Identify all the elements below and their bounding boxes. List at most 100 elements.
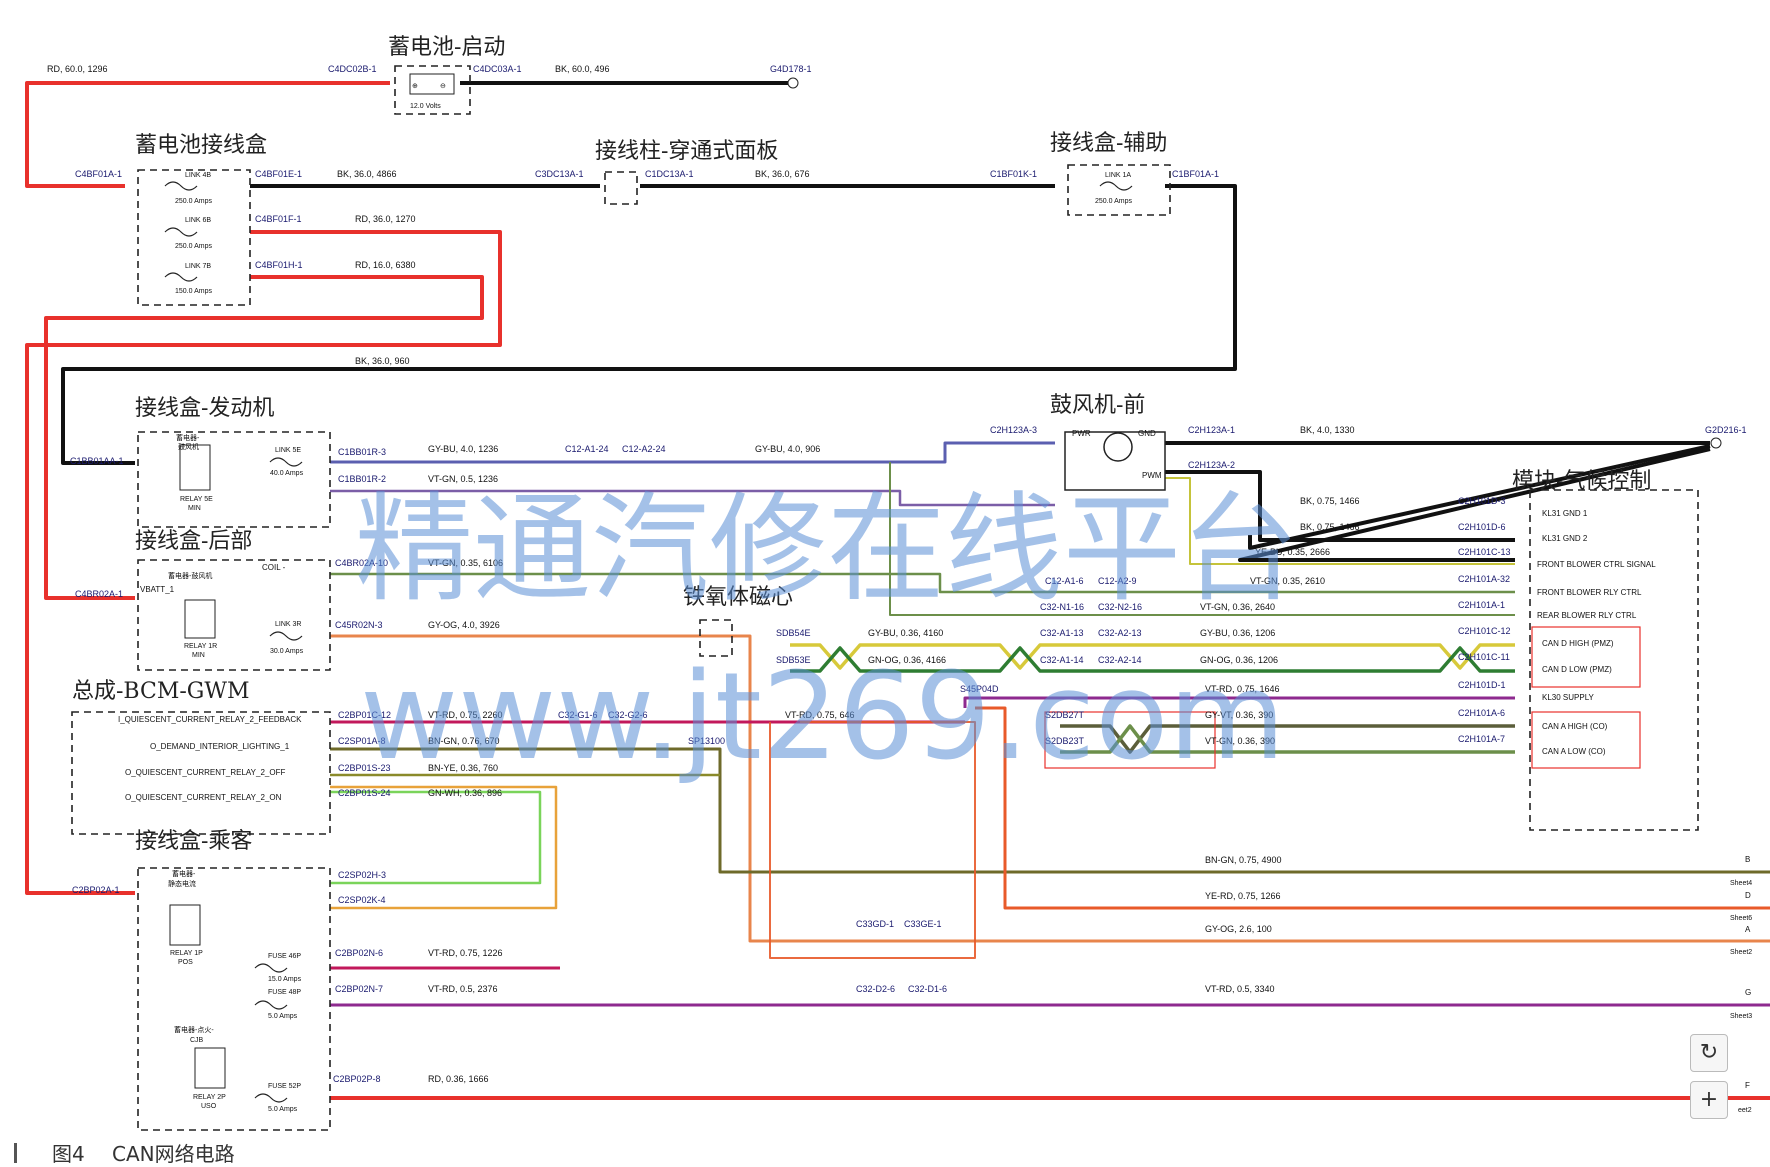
wire-label-6: RD, 16.0, 6380 <box>355 260 416 270</box>
ground-g2d216-icon <box>1710 437 1722 449</box>
conn-c1bb01r2: C1BB01R-2 <box>338 474 386 484</box>
wire-rd-60 <box>25 81 390 188</box>
wire-label-15: VT-GN, 0.35, 6106 <box>428 558 503 568</box>
pin-m4: FRONT BLOWER RLY CTRL <box>1537 588 1642 597</box>
conn-c2bp01s23: C2BP01S-23 <box>338 763 391 773</box>
wire-label-9: GY-BU, 4.0, 906 <box>755 444 820 454</box>
wire-label-3: BK, 36.0, 4866 <box>337 169 397 179</box>
pin-pwr: PWR <box>1072 429 1091 438</box>
relay-rear-sub: RELAY 1R <box>184 643 217 650</box>
conn-sdb53e: SDB53E <box>776 655 811 665</box>
fuse-52p: FUSE 52P <box>268 1083 301 1090</box>
battery-plus: ⊕ <box>412 83 418 90</box>
wire-can-d-high <box>790 643 1515 670</box>
wire-label-10: VT-GN, 0.5, 1236 <box>428 474 498 484</box>
wire-can-d-low <box>790 646 1515 673</box>
pin-m3: FRONT BLOWER CTRL SIGNAL <box>1537 560 1656 569</box>
wire-ye-bu <box>1165 477 1515 565</box>
conn-c4bf01h: C4BF01H-1 <box>255 260 303 270</box>
relay-rear-sub2: MIN <box>192 652 205 659</box>
conn-c4br02a1: C4BR02A-1 <box>75 589 123 599</box>
pin-m6: CAN D HIGH (PMZ) <box>1542 639 1614 648</box>
fuse-link6b-icon <box>164 227 198 237</box>
zoom-in-button[interactable]: + <box>1690 1081 1728 1119</box>
relay-pass2-title1: 蓄电器-点火- <box>174 1025 214 1034</box>
wire-rd-16 <box>44 275 484 600</box>
caption-number: 图4 <box>52 1142 85 1166</box>
conn-c12a224: C12-A2-24 <box>622 444 666 454</box>
conn-c2h101c11: C2H101C-11 <box>1458 652 1510 662</box>
offpage-g: G <box>1745 988 1751 997</box>
fuse-link4b: LINK 4B <box>185 172 211 179</box>
fuse-link4b-amp: 250.0 Amps <box>175 198 212 205</box>
conn-c2h101d6: C2H101D-6 <box>1458 522 1506 532</box>
wire-vt-gn-rear <box>330 572 1515 594</box>
fuse-link3r: LINK 3R <box>275 621 301 628</box>
wire-label-33: GY-OG, 2.6, 100 <box>1205 924 1272 934</box>
conn-c4dc02b: C4DC02B-1 <box>328 64 377 74</box>
conn-c45r02n3: C45R02N-3 <box>335 620 383 630</box>
relay-eng-sub: RELAY 5E <box>180 496 213 503</box>
conn-c32n116: C32-N1-16 <box>1040 602 1084 612</box>
relay-eng-title2: 鼓风机 <box>178 442 199 451</box>
wire-vt-rd-kl30 <box>963 696 1515 708</box>
conn-c32a113: C32-A1-13 <box>1040 628 1084 638</box>
pin-gnd: GND <box>1138 429 1156 438</box>
pin-bcm4: O_QUIESCENT_CURRENT_RELAY_2_ON <box>125 793 282 802</box>
conn-c2h123a1: C2H123A-1 <box>1188 425 1235 435</box>
wire-label-37: RD, 0.36, 1666 <box>428 1074 489 1084</box>
engine-junction-box <box>137 431 331 528</box>
conn-c2sp02k4: C2SP02K-4 <box>338 895 386 905</box>
title-bcm: 总成-BCM-GWM <box>72 679 250 704</box>
wire-label-4: BK, 36.0, 676 <box>755 169 810 179</box>
conn-c1bb01aa: C1BB01AA-1 <box>70 456 124 466</box>
conn-c3dc13a: C3DC13A-1 <box>535 169 584 179</box>
fuse-link5e-amp: 40.0 Amps <box>270 470 304 477</box>
wire-bk-gnd1 <box>1165 470 1515 542</box>
fuse-labels: LINK 4B 250.0 Amps LINK 6B 250.0 Amps LI… <box>175 172 1132 1113</box>
relay-pass2-sub: RELAY 2P <box>193 1094 226 1101</box>
battery-junction-box <box>137 169 251 306</box>
wire-label-14: YE-BU, 0.35, 2666 <box>1255 547 1330 557</box>
conn-c32n216: C32-N2-16 <box>1098 602 1142 612</box>
wire-label-12: BK, 0.75, 1466 <box>1300 496 1360 506</box>
conn-c2h101a6: C2H101A-6 <box>1458 708 1505 718</box>
conn-c2h123a2: C2H123A-2 <box>1188 460 1235 470</box>
wire-label-20: GN-OG, 0.36, 4166 <box>868 655 946 665</box>
offpage-b: B <box>1745 855 1750 864</box>
offpage-d-sheet: Sheet6 <box>1730 915 1752 922</box>
conn-c2bp02n7: C2BP02N-7 <box>335 984 383 994</box>
wire-label-5: RD, 36.0, 1270 <box>355 214 416 224</box>
title-battery-start: 蓄电池-启动 <box>388 35 505 60</box>
conn-c1dc13a: C1DC13A-1 <box>645 169 694 179</box>
wire-label-22: GN-OG, 0.36, 1206 <box>1200 655 1278 665</box>
pin-bcm2: O_DEMAND_INTERIOR_LIGHTING_1 <box>150 742 290 751</box>
pin-m2: KL31 GND 2 <box>1542 534 1588 543</box>
wire-label-30: GN-WH, 0.36, 896 <box>428 788 502 798</box>
wire-label-18: GY-OG, 4.0, 3926 <box>428 620 500 630</box>
caption-bar <box>14 1143 17 1163</box>
wire-bk-36-c <box>61 184 1237 465</box>
conn-g4d178: G4D178-1 <box>770 64 812 74</box>
title-battery-jb: 蓄电池接线盒 <box>135 133 267 158</box>
relay-pass2-title2: CJB <box>190 1037 204 1044</box>
wire-label-28: BN-GN, 0.76, 670 <box>428 736 500 746</box>
pin-m8: KL30 SUPPLY <box>1542 693 1595 702</box>
wire-label-31: BN-GN, 0.75, 4900 <box>1205 855 1282 865</box>
offpage-d: D <box>1745 891 1751 900</box>
fuse-link7b-icon <box>164 272 198 282</box>
wire-label-16: VT-GN, 0.35, 2610 <box>1250 576 1325 586</box>
battery-symbol <box>409 73 455 95</box>
conn-c2h101c12: C2H101C-12 <box>1458 626 1511 636</box>
conn-c33ge1: C33GE-1 <box>904 919 942 929</box>
wire-bk-gnd2 <box>1248 444 1711 550</box>
relay-pass1-title2: 静态电流 <box>168 879 196 888</box>
rotate-button[interactable]: ↻ <box>1690 1034 1728 1072</box>
can-a-highlight <box>1531 711 1641 769</box>
fuse-48p: FUSE 48P <box>268 989 301 996</box>
conn-c2h101a7: C2H101A-7 <box>1458 734 1505 744</box>
conn-c4dc03a: C4DC03A-1 <box>473 64 522 74</box>
conn-c2h101a32: C2H101A-32 <box>1458 574 1510 584</box>
fuse-link6b-amp: 250.0 Amps <box>175 243 212 250</box>
aux-junction-box <box>1067 164 1171 216</box>
